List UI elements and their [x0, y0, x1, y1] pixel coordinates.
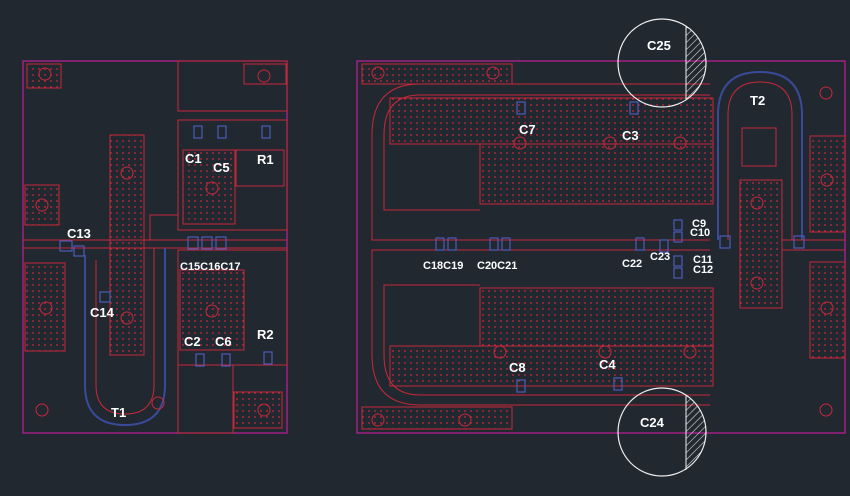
- pad-c1-c5-area: [182, 149, 236, 225]
- transformer-t1-loop: [84, 248, 166, 427]
- comp-c2: [195, 353, 205, 367]
- pad-lower-main: [479, 287, 714, 347]
- comp-c7: [516, 101, 526, 115]
- trace-lower-c: [371, 249, 710, 406]
- label-c24: C24: [640, 415, 664, 430]
- comp-c5: [217, 125, 227, 139]
- pad-upper-main: [389, 97, 714, 145]
- pad-left-edge-bottom: [24, 262, 66, 352]
- comp-c23: [659, 239, 669, 253]
- comp-c3: [629, 101, 639, 115]
- pad-right-topleft: [361, 63, 513, 85]
- strip-left-central: [109, 134, 145, 356]
- label-c11: C11: [693, 254, 713, 266]
- comp-c12: [673, 267, 683, 279]
- label-c15c16c17: C15C16C17: [180, 261, 241, 273]
- label-c12: C12: [693, 264, 714, 276]
- label-c18c19: C18C19: [423, 260, 464, 272]
- comp-c19: [447, 237, 457, 251]
- label-c14: C14: [90, 305, 114, 320]
- label-r1: R1: [257, 152, 274, 167]
- comp-c6: [221, 353, 231, 367]
- comp-c14: [99, 291, 111, 303]
- label-c4: C4: [599, 357, 616, 372]
- comp-c10: [673, 231, 683, 243]
- comp-c18: [435, 237, 445, 251]
- label-c3: C3: [622, 128, 639, 143]
- label-t1: T1: [111, 405, 127, 420]
- comp-c16: [201, 236, 213, 250]
- label-c5: C5: [213, 160, 230, 175]
- comp-c13b: [73, 245, 85, 257]
- comp-c17: [215, 236, 227, 250]
- right-board-outline: [356, 60, 846, 434]
- label-r2: R2: [257, 327, 274, 342]
- left-board: [22, 60, 288, 434]
- comp-c11: [673, 255, 683, 267]
- comp-r2: [263, 351, 273, 365]
- components: [59, 101, 805, 393]
- label-c7: C7: [519, 122, 536, 137]
- comp-r1: [261, 125, 271, 139]
- label-c13: C13: [67, 226, 91, 241]
- right-board: [356, 60, 846, 434]
- left-board-outline: [22, 60, 288, 434]
- label-c10: C10: [690, 227, 711, 239]
- label-c6: C6: [215, 334, 232, 349]
- label-c8: C8: [509, 360, 526, 375]
- comp-c4: [613, 377, 623, 391]
- label-c1: C1: [185, 151, 202, 166]
- comp-c15: [187, 236, 199, 250]
- label-c9: C9: [692, 218, 707, 230]
- label-t2: T2: [750, 93, 766, 108]
- comp-c8: [516, 379, 526, 393]
- label-c22: C22: [622, 258, 643, 270]
- comp-c22: [635, 237, 645, 251]
- trace-upper-c: [371, 83, 710, 241]
- label-c25: C25: [647, 38, 671, 53]
- pad-right-bottomleft: [361, 406, 513, 430]
- transformer-t2-loop: [717, 70, 803, 240]
- c25-marker: [617, 18, 707, 108]
- comp-c20: [489, 237, 499, 251]
- c24-marker: [617, 387, 707, 477]
- comp-c1: [193, 125, 203, 139]
- label-c2: C2: [184, 334, 201, 349]
- comp-c21: [501, 237, 511, 251]
- pad-c2-c6-area: [179, 269, 245, 351]
- label-c20c21: C20C21: [477, 260, 518, 272]
- pad-left-edge-top: [24, 184, 60, 226]
- comp-c9: [673, 219, 683, 231]
- label-c23: C23: [650, 251, 671, 263]
- comp-c13: [59, 240, 73, 252]
- t2-core: [741, 127, 777, 167]
